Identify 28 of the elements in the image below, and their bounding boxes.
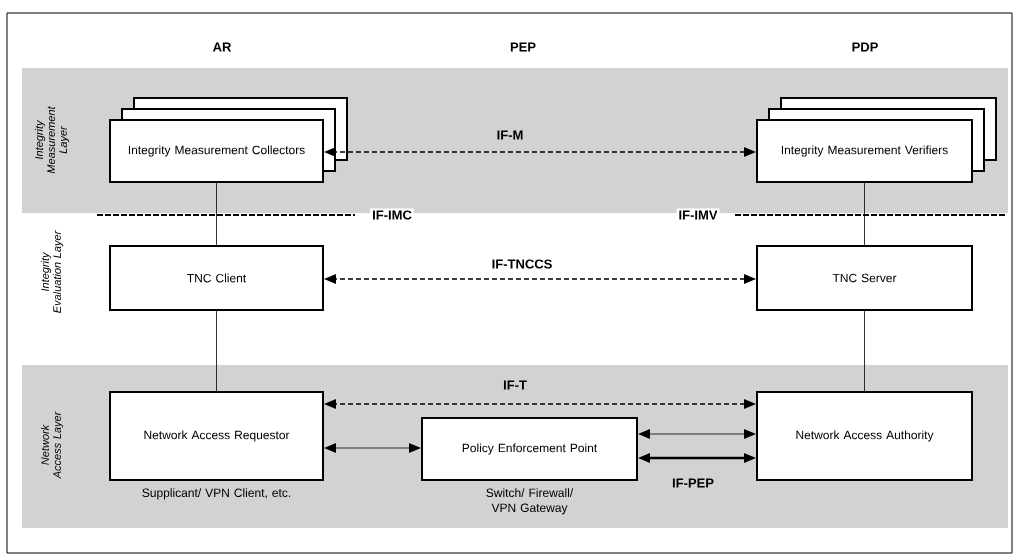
caption-text: Switch/ Firewall/ VPN Gateway	[486, 488, 574, 515]
stacked-box: Integrity Measurement Collectors	[109, 97, 348, 183]
column-heading: AR	[212, 42, 232, 52]
process-box: TNC Client	[109, 245, 324, 311]
arrow	[638, 429, 756, 439]
edge-label: IF-T	[503, 380, 527, 390]
connector	[864, 182, 865, 246]
column-heading: PEP	[510, 42, 536, 52]
edge-label: IF-PEP	[672, 478, 714, 488]
arrow	[324, 147, 756, 157]
connector	[216, 310, 217, 392]
column-heading: PDP	[852, 42, 878, 52]
interface-label: IF-IMC	[370, 208, 414, 222]
process-box: Policy Enforcement Point	[421, 417, 638, 481]
arrow	[638, 453, 756, 463]
layer-label: Integrity Evaluation Layer	[40, 230, 64, 313]
arrow	[324, 399, 756, 409]
process-box: TNC Server	[756, 245, 973, 311]
stacked-box: Integrity Measurement Verifiers	[756, 97, 997, 183]
process-box: Network Access Authority	[756, 391, 973, 481]
connector	[216, 182, 217, 246]
connector	[864, 310, 865, 392]
edge-label: IF-M	[497, 130, 523, 140]
edge-label: IF-TNCCS	[492, 259, 552, 269]
arrow	[324, 443, 421, 453]
arrow	[324, 274, 756, 284]
caption-text: Supplicant/ VPN Client, etc.	[142, 488, 291, 500]
process-box: Network Access Requestor	[109, 391, 324, 481]
